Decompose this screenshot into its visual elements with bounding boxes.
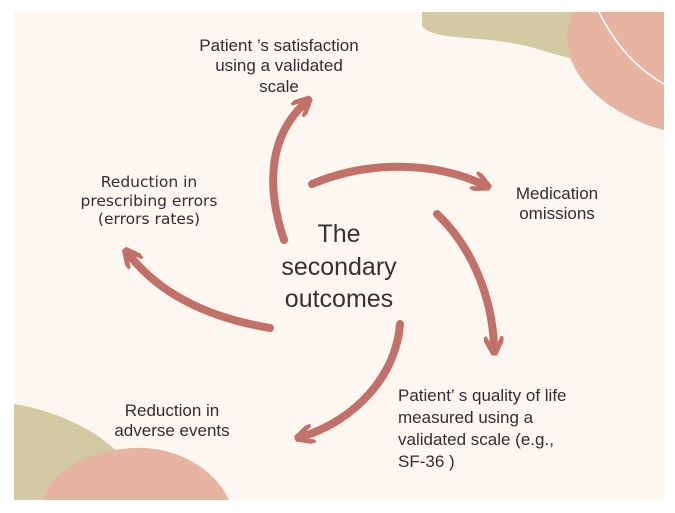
top-right-curve-line xyxy=(598,12,664,85)
diagram-canvas: Patient ’s satisfaction using a validate… xyxy=(14,12,664,500)
outcome-quality-of-life: Patient’ s quality of life measured usin… xyxy=(398,386,567,472)
top-right-pink-blob xyxy=(567,12,664,130)
outcome-prescribing-errors: Reduction in prescribing errors (errors … xyxy=(80,173,218,229)
arrow-to-medication xyxy=(308,162,482,184)
arrow-to-prescribing xyxy=(130,256,274,332)
outcome-adverse-events: Reduction in adverse events xyxy=(114,401,230,441)
outcome-patient-satisfaction: Patient ’s satisfaction using a validate… xyxy=(199,36,359,96)
outcome-medication-omissions: Medication omissions xyxy=(515,184,599,224)
arrow-to-satisfaction xyxy=(269,104,304,244)
arrow-to-quality xyxy=(433,210,494,346)
decorative-background-shapes xyxy=(14,12,664,500)
arrow-layer xyxy=(14,12,664,500)
central-concept-label: The secondary outcomes xyxy=(281,220,397,313)
bottom-left-pink-blob xyxy=(44,447,229,500)
arrow-to-adverse xyxy=(304,320,404,436)
